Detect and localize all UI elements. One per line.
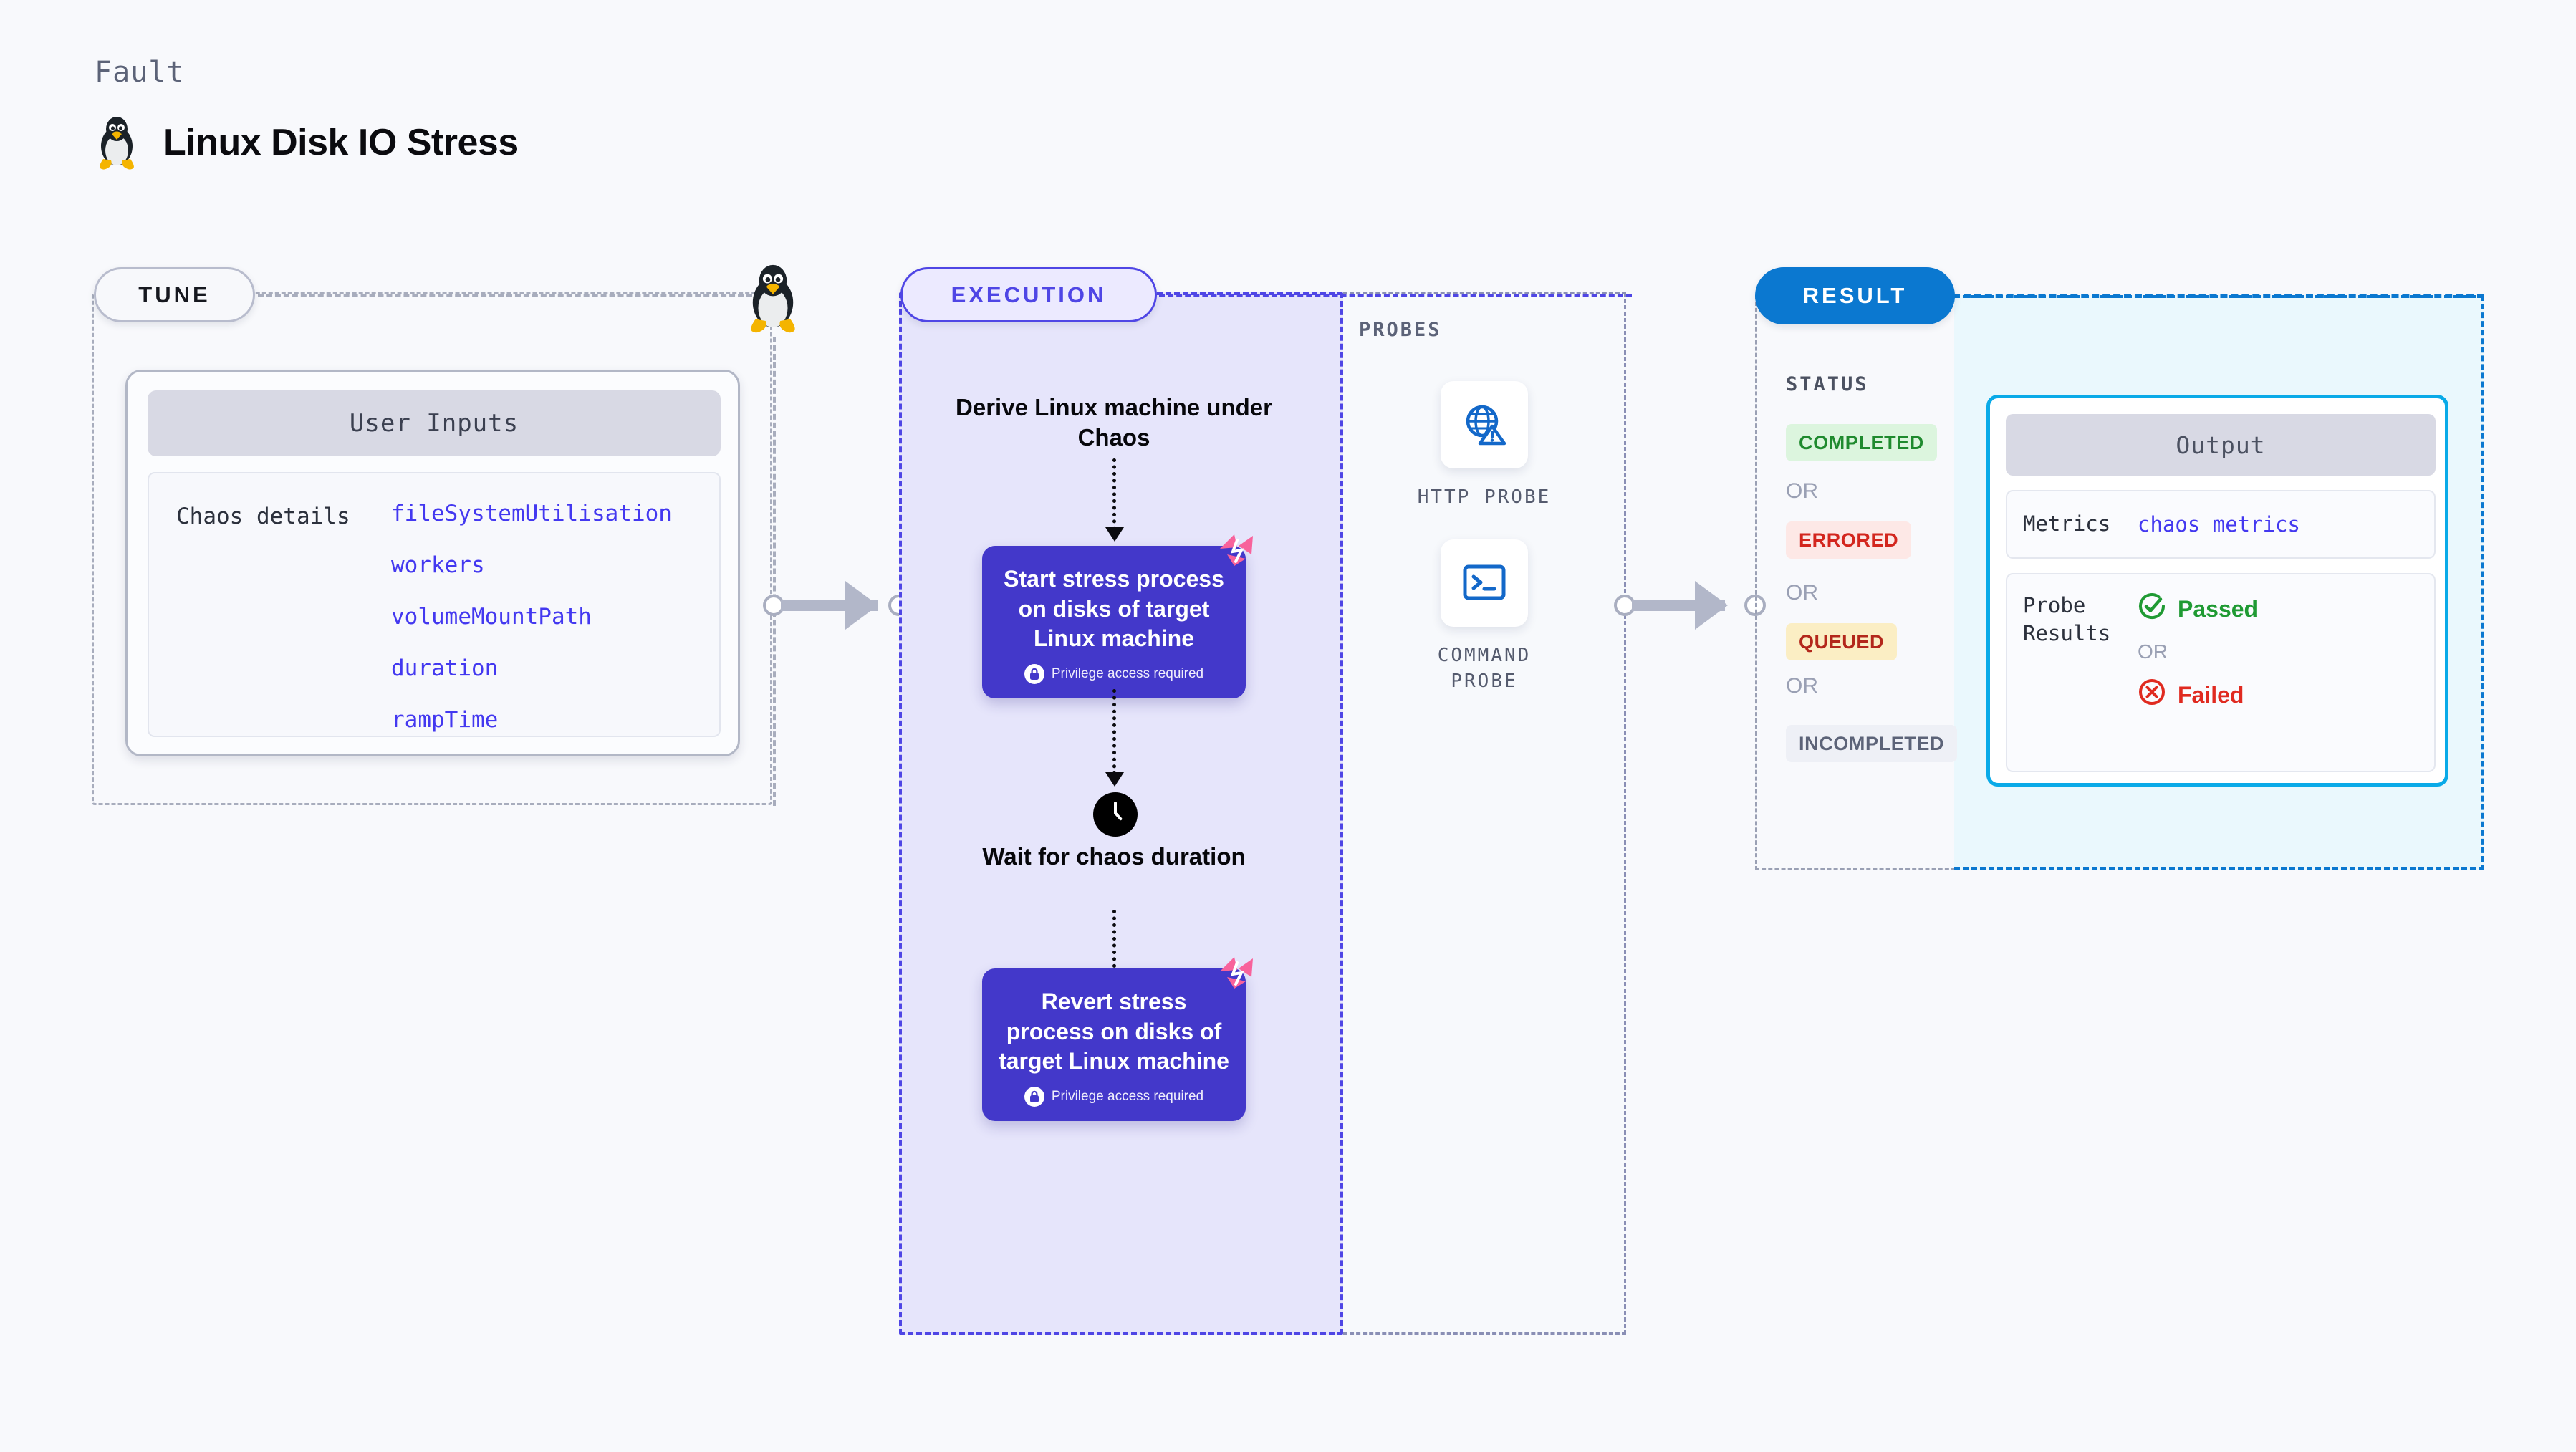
connector-node-probes-out: [1614, 595, 1635, 616]
lock-icon: [1024, 1086, 1044, 1107]
output-probe-results-row: Probe Results Passed OR: [2006, 573, 2436, 772]
result-badge[interactable]: RESULT: [1755, 267, 1955, 324]
execution-badge[interactable]: EXECUTION: [900, 267, 1157, 322]
connector-arrowhead-execution: [845, 581, 878, 630]
execution-card-revert-note: Privilege access required: [998, 1086, 1230, 1107]
execution-card-start-note-text: Privilege access required: [1051, 665, 1204, 681]
status-badge-queued: QUEUED: [1786, 623, 1898, 660]
output-metrics-value[interactable]: chaos metrics: [2138, 512, 2300, 537]
execution-card-revert-stress[interactable]: Revert stress process on disks of target…: [982, 957, 1253, 1121]
result-status-title: STATUS: [1786, 373, 1869, 395]
page-title-row: Linux Disk IO Stress: [95, 115, 519, 170]
probe-item-command[interactable]: COMMAND PROBE: [1413, 539, 1556, 695]
output-metrics-label: Metrics: [2023, 511, 2111, 537]
execution-card-start-stress[interactable]: Start stress process on disks of target …: [982, 534, 1253, 698]
tux-penguin-icon: [95, 115, 139, 170]
result-dashed-link: [1953, 294, 2484, 298]
status-badge-incompleted: INCOMPLETED: [1786, 725, 1958, 762]
execution-card-start-text: Start stress process on disks of target …: [1004, 566, 1224, 652]
chaos-details-label: Chaos details: [176, 504, 350, 529]
execution-card-revert-text: Revert stress process on disks of target…: [999, 989, 1229, 1074]
arrow-derive-to-start: [1112, 458, 1116, 530]
output-probe-results-label: Probe Results: [2023, 593, 2111, 646]
probe-label-http: HTTP PROBE: [1417, 486, 1552, 508]
probe-verdict-or: OR: [2138, 640, 2168, 663]
param-volumemountpath[interactable]: volumeMountPath: [391, 604, 592, 630]
check-circle-icon: [2138, 592, 2166, 626]
status-badge-completed: COMPLETED: [1786, 424, 1937, 461]
page-kicker: Fault: [95, 56, 185, 89]
tune-dashed-link: [258, 294, 752, 297]
terminal-icon: [1441, 539, 1528, 627]
param-filesystemutilisation[interactable]: fileSystemUtilisation: [391, 501, 672, 527]
output-card: Output Metrics chaos metrics Probe Resul…: [1986, 395, 2448, 787]
arrow-head-wait: [1105, 772, 1124, 787]
probe-label-command: COMMAND PROBE: [1437, 645, 1532, 693]
probe-verdict-failed: Failed: [2138, 678, 2258, 712]
tune-badge[interactable]: TUNE: [94, 267, 255, 322]
litmus-chaos-icon: [1216, 953, 1257, 994]
page-title: Linux Disk IO Stress: [163, 122, 519, 163]
execution-step-wait: Wait for chaos duration: [982, 843, 1246, 870]
arrow-wait-to-revert: [1112, 910, 1116, 981]
globe-warning-icon: [1441, 381, 1528, 468]
litmus-chaos-icon: [1216, 530, 1257, 571]
output-title: Output: [2006, 414, 2436, 476]
status-or-2: OR: [1786, 581, 1818, 605]
user-inputs-body: Chaos details fileSystemUtilisation work…: [148, 472, 721, 737]
status-badge-errored: ERRORED: [1786, 521, 1912, 559]
probe-item-http[interactable]: HTTP PROBE: [1413, 381, 1556, 510]
x-circle-icon: [2138, 678, 2166, 712]
connector-arrowhead-result: [1695, 581, 1728, 630]
output-metrics-row: Metrics chaos metrics: [2006, 490, 2436, 559]
tune-panel: [92, 292, 772, 805]
status-or-1: OR: [1786, 479, 1818, 503]
param-ramptime[interactable]: rampTime: [391, 707, 499, 733]
chaos-param-list: fileSystemUtilisation workers volumeMoun…: [391, 501, 672, 736]
execution-card-revert-note-text: Privilege access required: [1051, 1088, 1204, 1104]
probe-verdict-failed-text: Failed: [2178, 681, 2244, 708]
clock-icon: [1093, 792, 1138, 837]
execution-step-derive: Derive Linux machine under Chaos: [956, 394, 1272, 451]
execution-dashed-link: [1159, 294, 1632, 297]
probe-verdict-passed: Passed: [2138, 592, 2258, 626]
tux-penguin-corner-icon: [744, 262, 802, 337]
probe-verdict-passed-text: Passed: [2178, 595, 2259, 622]
tune-dashed-right-edge: [773, 337, 776, 806]
status-or-3: OR: [1786, 674, 1818, 698]
param-workers[interactable]: workers: [391, 552, 485, 578]
probes-title: PROBES: [1359, 319, 1442, 341]
user-inputs-title: User Inputs: [148, 390, 721, 456]
arrow-head-derive: [1105, 527, 1124, 542]
lock-icon: [1024, 663, 1044, 684]
user-inputs-card: User Inputs Chaos details fileSystemUtil…: [125, 370, 740, 756]
param-duration[interactable]: duration: [391, 655, 499, 681]
execution-card-start-note: Privilege access required: [998, 663, 1230, 684]
arrow-start-to-wait: [1112, 689, 1116, 775]
